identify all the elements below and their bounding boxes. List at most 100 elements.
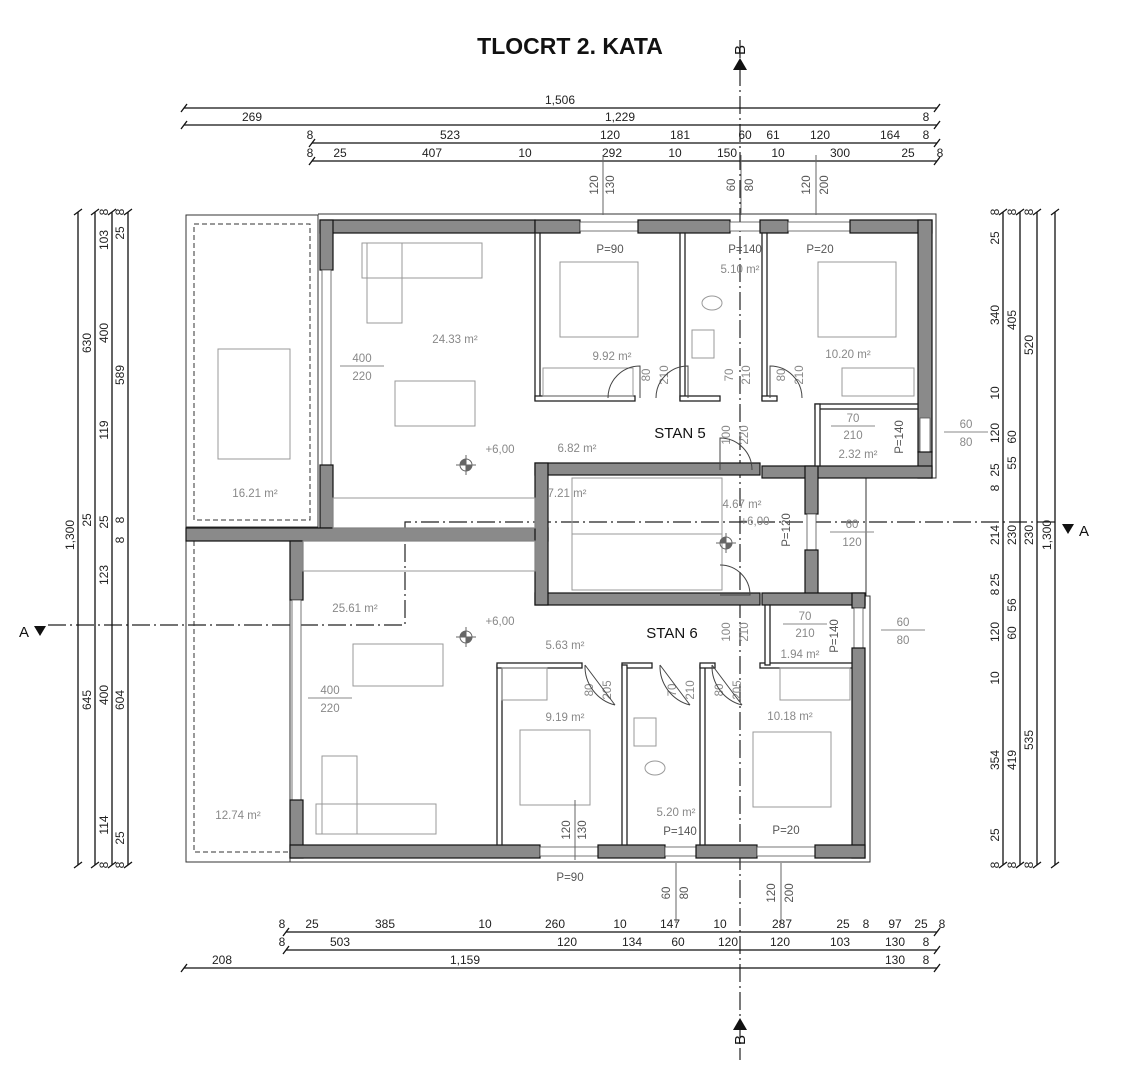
- dimension-value: 25: [988, 828, 1002, 842]
- bed: [752, 731, 832, 808]
- window-height: 120: [842, 537, 861, 549]
- dimension-tick: [73, 208, 83, 216]
- section-line-b: B B: [732, 40, 749, 1060]
- window-width: 120: [801, 175, 813, 194]
- dimension-value: 269: [242, 110, 262, 124]
- dimension-value: 60: [1005, 626, 1019, 640]
- door-width: 100: [721, 622, 733, 641]
- dimension-value: 1,300: [1040, 520, 1054, 550]
- toilet: [701, 295, 723, 311]
- dimension-value: 123: [97, 565, 111, 585]
- dimension-value: 60: [1005, 430, 1019, 444]
- dimension-value: 25: [305, 917, 319, 931]
- dimension-value: 55: [1005, 456, 1019, 470]
- room-area: 10.20 m²: [825, 349, 871, 361]
- parapet-height: P=90: [556, 872, 583, 884]
- window-height: 80: [960, 437, 973, 449]
- dimension-tick: [933, 945, 941, 955]
- door-width: 80: [641, 369, 653, 382]
- dimension-value: 25: [988, 231, 1002, 245]
- section-arrow-b-bottom: [733, 1018, 747, 1030]
- parapet-height: P=140: [663, 826, 697, 838]
- dimension-tick: [73, 861, 83, 869]
- door-height: 210: [843, 430, 862, 442]
- dimension-tick: [1032, 861, 1042, 869]
- room-area: 5.63 m²: [546, 640, 585, 652]
- toilet: [644, 760, 666, 776]
- door-width: 70: [724, 369, 736, 382]
- window-height: 80: [744, 179, 756, 192]
- room-area: 16.21 m²: [232, 488, 278, 500]
- dimension-value: 340: [988, 305, 1002, 325]
- dimension-value: 10: [771, 146, 785, 160]
- room-area: 5.20 m²: [657, 807, 696, 819]
- kitchen-counter: [302, 540, 536, 572]
- dimension-value: 520: [1022, 335, 1036, 355]
- sofa: [361, 242, 483, 279]
- dimension-value: 25: [836, 917, 850, 931]
- dimension-value: 10: [713, 917, 727, 931]
- door-width: 70: [667, 684, 679, 697]
- parapet-height: P=140: [728, 244, 762, 256]
- level-marker-icon: [716, 533, 736, 553]
- dimension-value: 1,159: [450, 953, 480, 967]
- window-height: 130: [577, 820, 589, 839]
- dimension-value: 604: [113, 690, 127, 710]
- building-outline: [186, 213, 937, 863]
- window-height: 220: [320, 703, 339, 715]
- dimension-tick: [308, 156, 316, 166]
- dimension-value: 400: [97, 685, 111, 705]
- dimension-value: 25: [988, 463, 1002, 477]
- section-arrow-a-right: [1062, 524, 1074, 534]
- room-area: 4.67 m²: [723, 499, 762, 511]
- floor-level: +6,00: [485, 616, 514, 628]
- dimension-tick: [180, 103, 188, 113]
- parapet-height: P=140: [894, 420, 906, 454]
- floor-level: +6,00: [740, 516, 769, 528]
- sink: [691, 329, 715, 359]
- wardrobe: [501, 667, 548, 701]
- dimension-value: 120: [988, 423, 1002, 443]
- dimension-value: 419: [1005, 750, 1019, 770]
- door-height: 210: [739, 622, 751, 641]
- section-line-a: A A: [19, 521, 1089, 641]
- sink: [633, 717, 657, 747]
- dimension-tick: [1050, 861, 1060, 869]
- dining-table: [394, 380, 476, 427]
- dimension-value: 354: [988, 750, 1002, 770]
- dimension-value: 130: [885, 953, 905, 967]
- dimension-value: 8: [923, 935, 930, 949]
- bed: [559, 261, 639, 338]
- window-width: 60: [661, 887, 673, 900]
- dimension-value: 60: [738, 128, 752, 142]
- dimension-tick: [180, 963, 188, 973]
- floor-level: +6,00: [485, 444, 514, 456]
- window-height: 80: [897, 635, 910, 647]
- dimension-tick: [123, 861, 133, 869]
- section-label-a-right: A: [1079, 523, 1089, 540]
- dimension-value: 10: [988, 671, 1002, 685]
- section-label-a-left: A: [19, 624, 29, 641]
- dimension-value: 8: [923, 110, 930, 124]
- door-swing: [659, 664, 691, 706]
- door-height: 205: [602, 680, 614, 699]
- door-width: 100: [721, 425, 733, 444]
- dimension-value: 8: [279, 935, 286, 949]
- dimension-tick: [1050, 208, 1060, 216]
- unit-name: STAN 5: [654, 425, 705, 442]
- parapet-height: P=20: [806, 244, 833, 256]
- dimension-tick: [998, 208, 1008, 216]
- dimension-value: 407: [422, 146, 442, 160]
- dimension-value: 1,506: [545, 93, 575, 107]
- parapet-height: P=90: [596, 244, 623, 256]
- kitchen-counter: [332, 497, 536, 529]
- dimension-value: 25: [901, 146, 915, 160]
- dimension-value: 10: [518, 146, 532, 160]
- terrace-table: [217, 348, 291, 460]
- dimension-value: 8: [1022, 861, 1036, 868]
- dimension-value: 120: [810, 128, 830, 142]
- dimension-value: 120: [557, 935, 577, 949]
- dimension-value: 97: [888, 917, 902, 931]
- unit-name: STAN 6: [646, 625, 697, 642]
- bed: [519, 729, 591, 806]
